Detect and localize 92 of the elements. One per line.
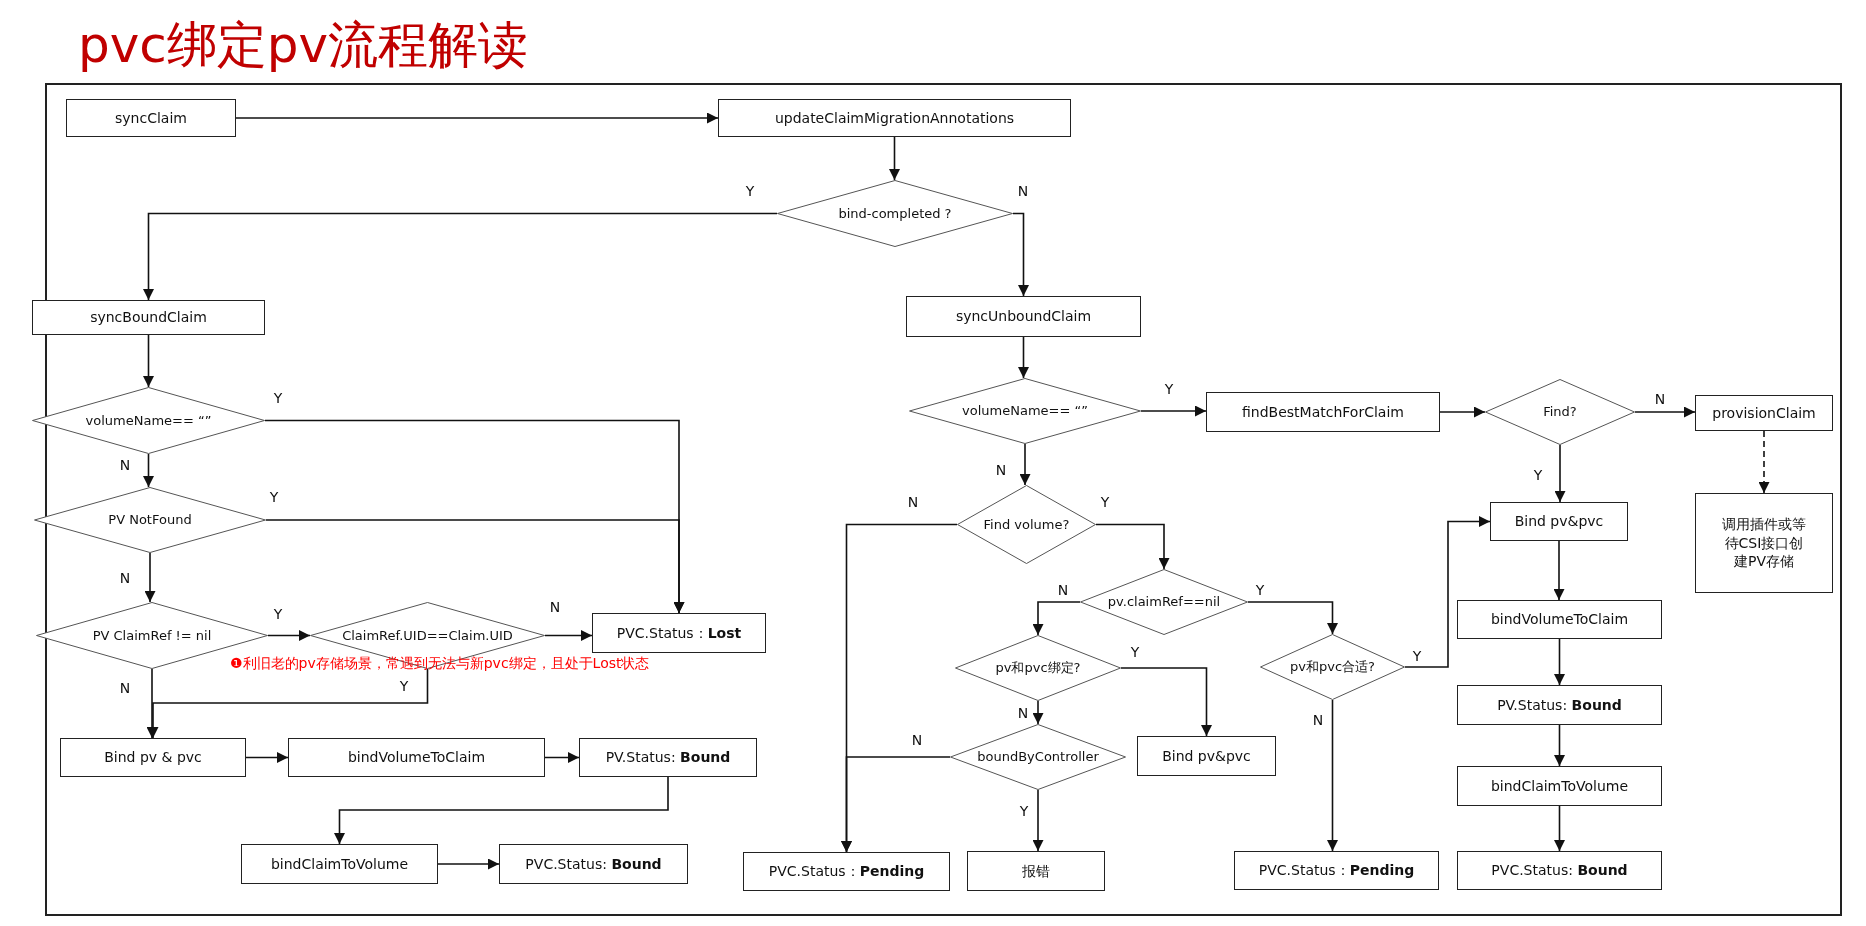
edge-label: Y: [1255, 582, 1265, 598]
process-box: bindClaimToVolume: [241, 844, 438, 884]
arrow: [1032, 601, 1081, 636]
arrow: [267, 630, 311, 641]
arrow: [1554, 724, 1565, 767]
arrow: [841, 756, 951, 853]
arrow: [1140, 405, 1207, 417]
arrow: [889, 136, 900, 181]
annotation-note: ❶利旧老的pv存储场景，常遇到无法与新pvc绑定，且处于Lost状态: [230, 655, 650, 673]
arrow: [1032, 700, 1044, 725]
arrow: [1554, 638, 1565, 686]
decision-diamond: volumeName== “”: [32, 387, 265, 454]
diagram-title: pvc绑定pv流程解读: [78, 15, 529, 76]
process-box: provisionClaim: [1695, 395, 1833, 431]
edge-label: Y: [273, 390, 283, 406]
decision-diamond: bind-completed ?: [777, 180, 1013, 247]
process-box: PVC.Status: Bound: [1457, 851, 1662, 890]
arrow: [544, 752, 580, 763]
process-box: bindVolumeToClaim: [1457, 600, 1662, 639]
edge-label: N: [1312, 712, 1324, 728]
arrow: [1439, 406, 1486, 418]
arrow: [334, 776, 669, 845]
edge-label: Y: [399, 678, 409, 694]
edge-label: N: [911, 732, 923, 748]
arrow: [1018, 336, 1029, 379]
decision-diamond: boundByController: [950, 724, 1126, 790]
arrow: [1012, 212, 1029, 297]
decision-diamond: pv.claimRef==nil: [1080, 569, 1248, 635]
arrow: [1327, 699, 1338, 852]
edge-label: N: [907, 494, 919, 510]
process-box: syncClaim: [66, 99, 236, 137]
edge-label: Y: [1533, 467, 1543, 483]
edge-label: Y: [1130, 644, 1140, 660]
arrow: [235, 112, 719, 124]
edge-label: N: [119, 457, 131, 473]
edge-label: Y: [1100, 494, 1110, 510]
arrow: [1032, 789, 1044, 852]
edge-label: N: [1654, 391, 1666, 407]
decision-diamond: Find?: [1485, 379, 1635, 445]
arrow: [143, 334, 154, 388]
process-box: PVC.Status：Lost: [592, 613, 766, 653]
arrow: [1553, 540, 1565, 601]
arrow: [144, 552, 156, 603]
edge-label: N: [549, 599, 561, 615]
process-box: PVC.Status: Bound: [499, 844, 688, 884]
edge-label: N: [119, 680, 131, 696]
edge-label: N: [1017, 183, 1029, 199]
process-box: PVC.Status：Pending: [743, 852, 950, 891]
edge-label: Y: [273, 606, 283, 622]
arrow: [437, 858, 500, 870]
arrow: [1120, 667, 1212, 737]
decision-diamond: Find volume?: [957, 485, 1096, 564]
arrow: [143, 212, 778, 301]
edge-label: Y: [1164, 381, 1174, 397]
edge-label: Y: [1412, 648, 1422, 664]
arrow: [544, 630, 593, 641]
arrow: [265, 519, 685, 614]
arrow: [1758, 430, 1770, 494]
arrow: [1019, 443, 1031, 486]
edge-label: N: [119, 570, 131, 586]
edge-label: N: [995, 462, 1007, 478]
process-box: bindClaimToVolume: [1457, 766, 1662, 806]
process-box: updateClaimMigrationAnnotations: [718, 99, 1071, 137]
process-box: 报错: [967, 851, 1105, 891]
decision-diamond: pv和pvc合适?: [1260, 634, 1405, 700]
decision-diamond: volumeName== “”: [909, 378, 1141, 444]
decision-diamond: PV NotFound: [34, 487, 266, 553]
arrow: [1095, 523, 1170, 570]
process-box: syncBoundClaim: [32, 300, 265, 335]
process-box: PVC.Status：Pending: [1234, 851, 1439, 890]
arrow: [1404, 516, 1491, 668]
process-box: PV.Status: Bound: [579, 738, 757, 777]
process-box: syncUnboundClaim: [906, 296, 1141, 337]
arrow: [1554, 444, 1566, 503]
arrow: [1634, 406, 1696, 418]
edge-label: N: [1017, 705, 1029, 721]
process-box: Bind pv&pvc: [1490, 502, 1628, 541]
edge-label: Y: [745, 183, 755, 199]
edge-label: N: [1057, 582, 1069, 598]
process-box: bindVolumeToClaim: [288, 738, 545, 777]
process-box: Bind pv&pvc: [1137, 736, 1276, 776]
arrow: [245, 752, 289, 763]
decision-diamond: pv和pvc绑定?: [955, 635, 1121, 701]
edge-label: Y: [1019, 803, 1029, 819]
arrow: [143, 453, 154, 488]
arrow: [1247, 601, 1338, 635]
process-box: findBestMatchForClaim: [1206, 392, 1440, 432]
process-box: Bind pv & pvc: [60, 738, 246, 777]
arrow: [1554, 805, 1565, 852]
process-box: 调用插件或等待CSI接口创建PV存储: [1695, 493, 1833, 593]
edge-label: Y: [269, 489, 279, 505]
process-box: PV.Status: Bound: [1457, 685, 1662, 725]
